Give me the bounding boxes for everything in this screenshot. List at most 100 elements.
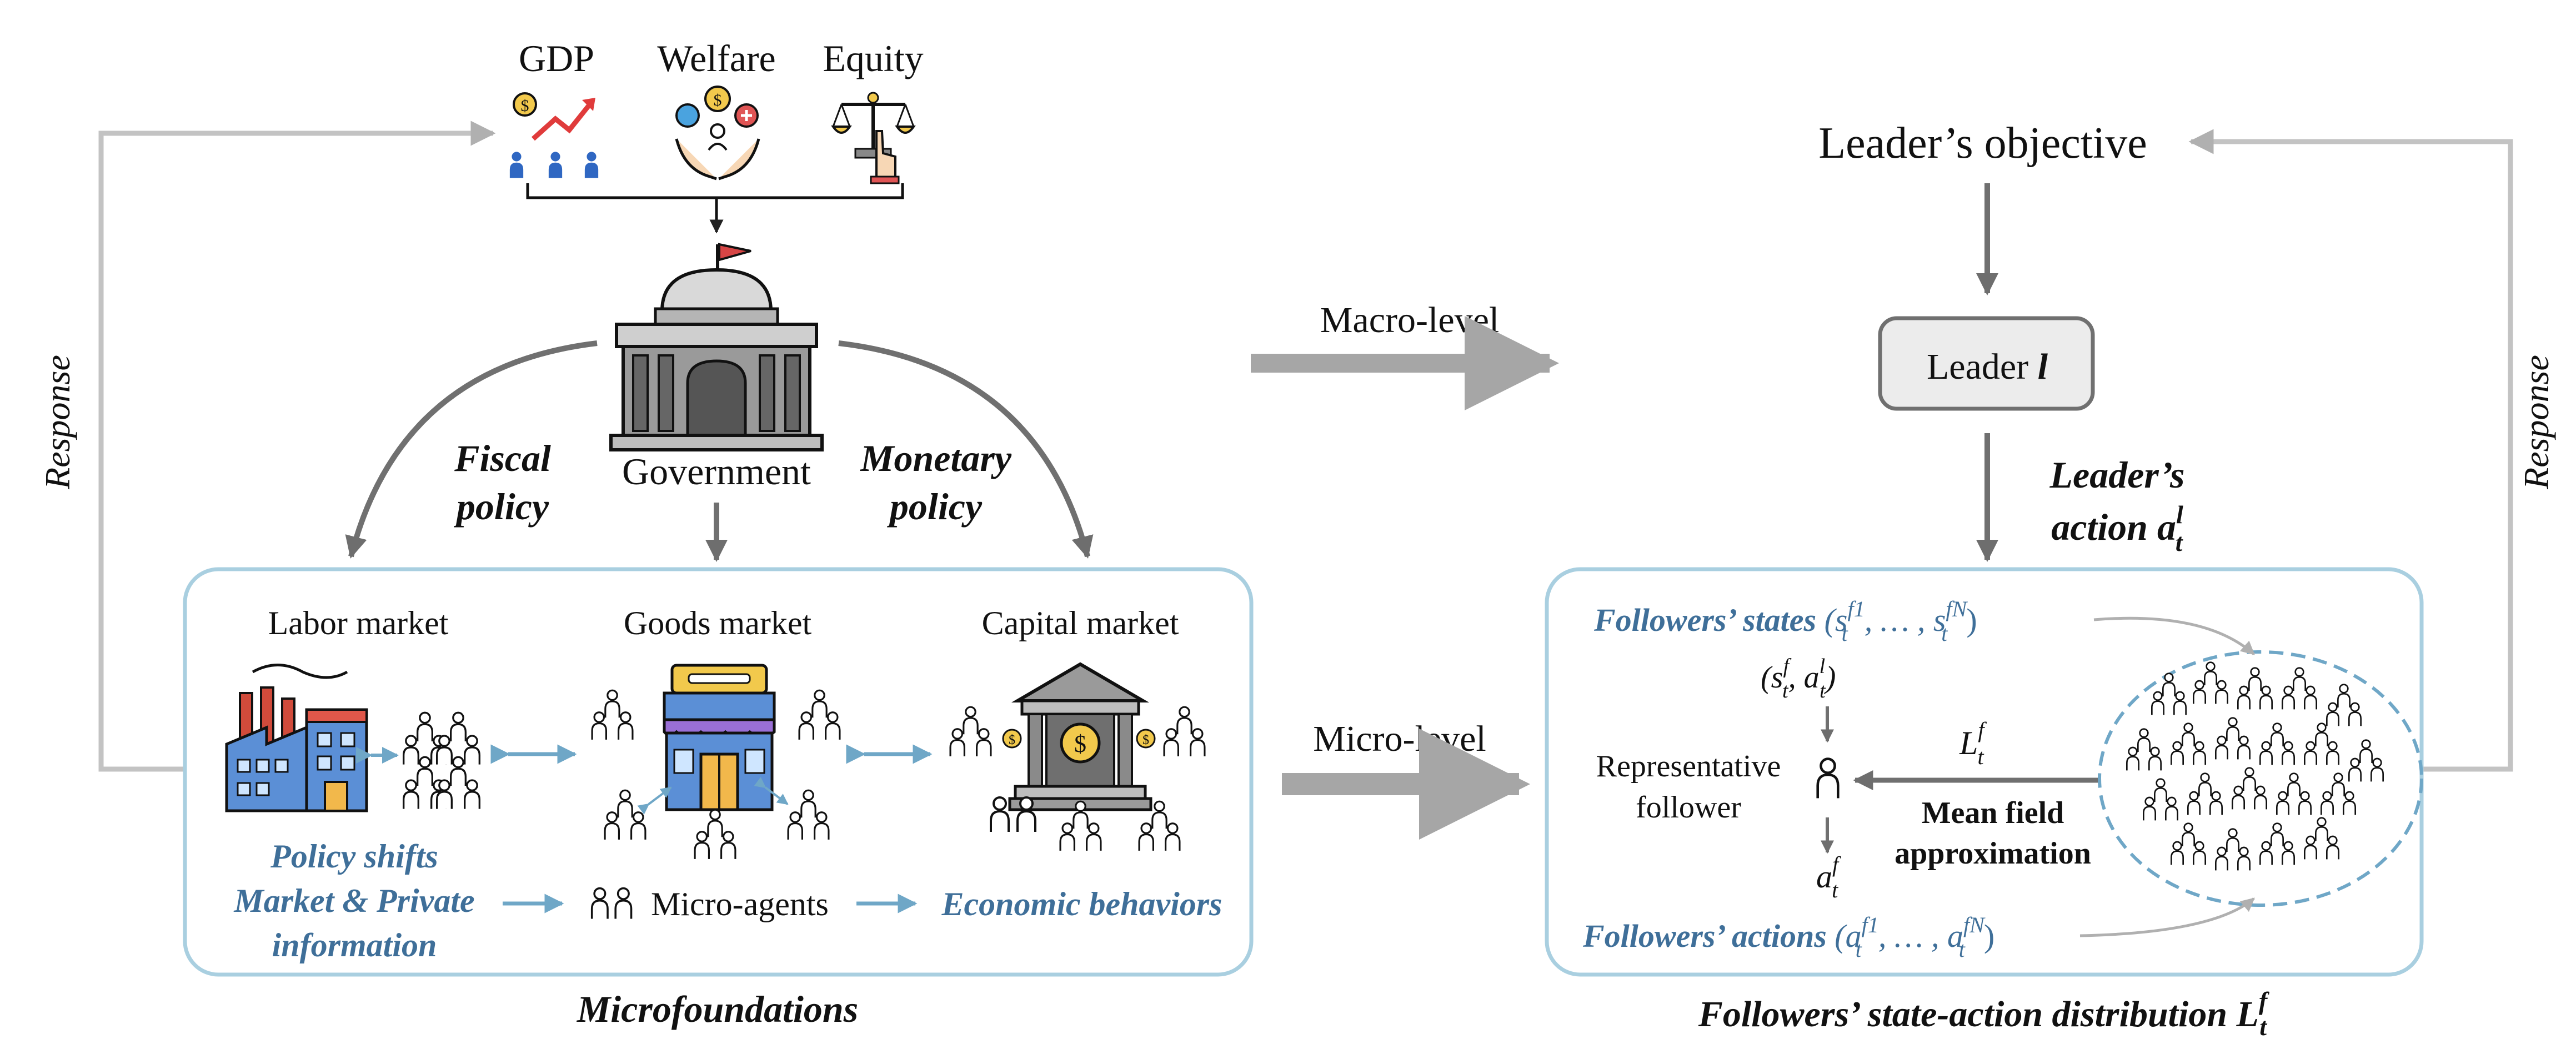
- labor-workers-icon: [404, 712, 480, 809]
- micro-agents-icon: [592, 889, 632, 919]
- leader-box-text: Leader l: [1927, 347, 2048, 387]
- equity-label: Equity: [823, 37, 923, 79]
- actions-sub-1: t: [1856, 937, 1862, 962]
- states-to-ellipse-arrow: [2093, 616, 2255, 655]
- pair-mid: , a: [1788, 660, 1820, 695]
- actions-sup-N: fN: [1963, 912, 1986, 937]
- followers-states-label: Followers’ states: [1593, 602, 1816, 638]
- microfoundations-caption: Microfoundations: [577, 988, 858, 1030]
- mean-field-line1: Mean field: [1922, 796, 2064, 830]
- market-private-label: Market & Private: [233, 882, 474, 919]
- population-ellipse: [2098, 650, 2423, 907]
- leader-box: [1878, 316, 2095, 411]
- goods-group-3-icon: [605, 790, 645, 840]
- leader-action-symbol: a: [2157, 506, 2176, 548]
- pair-sub-t1: t: [1782, 679, 1789, 702]
- leader-box-label: Leader: [1927, 347, 2028, 387]
- monetary-policy-label: Monetary policy: [860, 437, 1012, 528]
- followers-actions-mid: , … , a: [1878, 918, 1963, 954]
- leader-action-line1: Leader’s: [2049, 454, 2185, 496]
- svg-text:$: $: [1009, 733, 1015, 747]
- pair-sub-t2: t: [1820, 679, 1826, 702]
- factory-icon: [225, 664, 368, 812]
- bank-icon: $: [1008, 662, 1152, 811]
- monetary-line1: Monetary: [860, 437, 1012, 479]
- rep-action-sup: f: [1832, 852, 1841, 877]
- pair-sup-l: l: [1820, 655, 1826, 678]
- svg-text:$: $: [521, 97, 529, 115]
- rep-action-a: a: [1816, 859, 1832, 895]
- information-label: information: [272, 927, 437, 963]
- L-sup: f: [1978, 717, 1987, 742]
- mean-field-line2: approximation: [1895, 836, 2091, 871]
- leader-action-sub: t: [2176, 528, 2183, 556]
- svg-text:$: $: [1142, 733, 1149, 747]
- welfare-icon: $: [675, 86, 760, 180]
- micro-agents-label: Micro-agents: [651, 886, 829, 922]
- goods-group-1-icon: [592, 690, 633, 740]
- policy-shifts-label: Policy shifts: [270, 838, 438, 875]
- states-sup-N: fN: [1946, 596, 1968, 621]
- followers-actions-open: (a: [1835, 918, 1861, 954]
- leader-action-sup: l: [2176, 500, 2183, 529]
- capital-market-label: Capital market: [982, 605, 1179, 641]
- followers-actions-label: Followers’ actions: [1582, 918, 1827, 954]
- goods-market-label: Goods market: [624, 605, 812, 641]
- actions-to-ellipse-arrow: [2079, 897, 2255, 937]
- svg-text:$: $: [1074, 730, 1086, 757]
- government-label: Government: [622, 450, 811, 493]
- actions-sup-1: f1: [1862, 912, 1879, 937]
- caption-sup: f: [2259, 987, 2270, 1015]
- svg-text:$: $: [714, 91, 722, 109]
- leader-objective-label: Leader’s objective: [1818, 119, 2147, 168]
- caption-sub: t: [2259, 1012, 2267, 1041]
- micro-level-label: Micro-level: [1313, 719, 1486, 759]
- goods-group-5-icon: [788, 790, 829, 840]
- L-symbol: L: [1959, 725, 1978, 761]
- fiscal-policy-label: Fiscal policy: [454, 437, 551, 528]
- followers-actions-close: ): [1984, 918, 1994, 954]
- followers-states-close: ): [1966, 602, 1977, 638]
- leader-action-word: action: [2051, 506, 2148, 548]
- actions-sub-N: t: [1959, 937, 1966, 962]
- right-response-loop: [2188, 129, 2513, 772]
- rep-action-sub: t: [1832, 877, 1838, 902]
- equity-icon: [831, 92, 916, 184]
- capital-group-left-icon: [950, 707, 991, 756]
- gdp-icon: $: [509, 92, 599, 178]
- representative-line1: Representative: [1596, 749, 1781, 784]
- capital-group-right-icon: [1164, 707, 1205, 756]
- labor-market-label: Labor market: [268, 605, 449, 641]
- monetary-line2: policy: [887, 485, 983, 528]
- followers-caption-text: Followers’ state-action distribution: [1698, 994, 2227, 1035]
- objectives-connector: [526, 183, 904, 234]
- pair-close: ): [1824, 660, 1836, 695]
- coin-right-icon: $: [1136, 729, 1156, 749]
- microfoundations-box: [183, 567, 1254, 977]
- shop-icon: [663, 664, 776, 811]
- coin-left-icon: $: [1002, 729, 1022, 749]
- L-sub: t: [1978, 744, 1984, 769]
- fiscal-line1: Fiscal: [454, 437, 551, 479]
- states-sub-1: t: [1842, 621, 1848, 646]
- policy-arrows: [345, 340, 1094, 562]
- right-response-label: Response: [2517, 355, 2556, 490]
- fiscal-line2: policy: [454, 485, 549, 528]
- gdp-label: GDP: [519, 37, 594, 79]
- left-response-label: Response: [38, 355, 77, 490]
- economic-behaviors-label: Economic behaviors: [941, 886, 1222, 922]
- goods-group-2-icon: [799, 690, 840, 740]
- goods-arrow-a: [637, 786, 672, 815]
- representative-line2: follower: [1636, 790, 1741, 825]
- goods-arrow-b: [754, 777, 789, 805]
- leader-box-symbol: l: [2038, 347, 2048, 387]
- states-sup-1: f1: [1848, 596, 1865, 621]
